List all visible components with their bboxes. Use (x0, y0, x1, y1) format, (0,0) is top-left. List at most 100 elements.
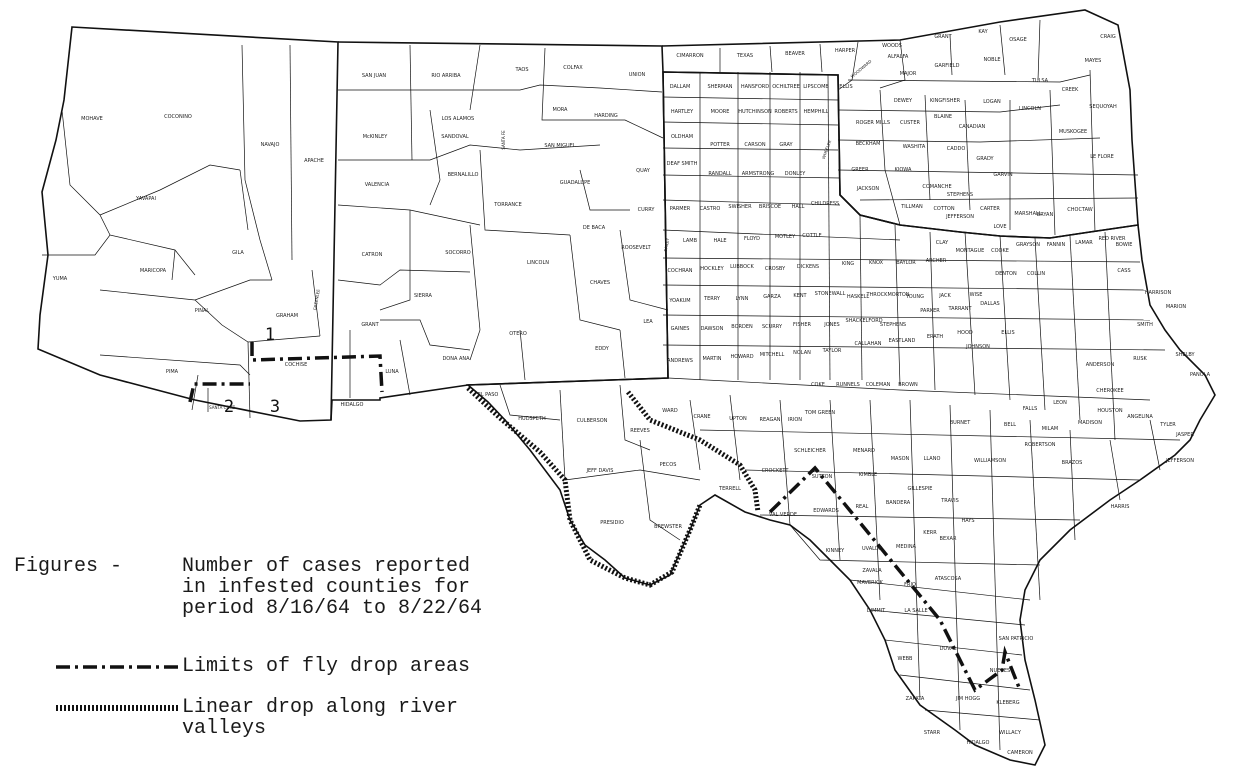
county-label: LAMB (683, 238, 698, 244)
county-label: COOKE (991, 248, 1009, 254)
county-label: MARSHALL (1014, 211, 1041, 217)
county-label: ERATH (927, 334, 944, 340)
county-label: NUECES (990, 668, 1010, 674)
county-label: THROCKMORTON (865, 292, 909, 298)
county-label: QUAY (636, 168, 651, 174)
county-label: CLAY (936, 240, 949, 246)
texas-state (465, 71, 1216, 766)
county-label: LUBBOCK (730, 264, 754, 270)
county-label: GRAHAM (276, 313, 298, 319)
arizona-county-lines (42, 44, 321, 419)
county-label: ROBERTSON (1024, 442, 1055, 448)
county-label: OTERO (509, 331, 527, 337)
county-label: LUNA (385, 369, 399, 375)
case-figure-2: 2 (224, 397, 234, 417)
county-label: SOCORRO (445, 250, 470, 256)
county-label: KINNEY (826, 548, 845, 554)
county-label: BOWIE (1116, 242, 1133, 248)
county-label: BROWN (898, 382, 918, 388)
county-label: GUADALUPE (560, 180, 591, 186)
county-label: YAVAPAI (135, 196, 156, 202)
county-label: LLANO (924, 456, 941, 462)
county-label: GAINES (671, 326, 690, 332)
county-label: GRAYSON (1016, 242, 1040, 248)
county-label: HOOD (957, 330, 973, 336)
county-label: ELLIS (1001, 330, 1014, 336)
county-label: SEQUOYAH (1089, 104, 1117, 110)
county-label: JEFFERSON (945, 214, 974, 220)
county-label: BECKHAM (856, 141, 881, 147)
county-label: SHELBY (1175, 352, 1195, 358)
county-label: ZAPATA (906, 696, 925, 702)
oklahoma-county-lines (719, 19, 1139, 236)
county-label: LAMAR (1075, 240, 1093, 246)
county-label: IRION (788, 417, 802, 423)
county-label: STARR (924, 730, 941, 736)
county-label: DALLAM (670, 84, 691, 90)
county-label: SHERMAN (707, 84, 732, 90)
county-labels: MOHAVE COCONINO NAVAJO APACHE YAVAPAI GI… (52, 29, 1211, 756)
county-label: CULBERSON (577, 418, 608, 424)
county-label: ROGER MILLS (856, 120, 890, 126)
county-label: LYNN (736, 296, 749, 302)
county-label: MOTLEY (775, 234, 796, 240)
county-label: STEPHENS (880, 322, 906, 328)
county-label: BLAINE (934, 114, 952, 120)
county-label: GARVIN (993, 172, 1012, 178)
county-label: HARRIS (1111, 504, 1130, 510)
legend-figures-text-3: period 8/16/64 to 8/22/64 (182, 597, 483, 620)
county-label: BAILEY (663, 237, 670, 252)
county-label: JEFF DAVIS (586, 468, 614, 474)
county-label: APACHE (304, 158, 324, 164)
county-label: CARTER (980, 206, 1000, 212)
county-label: HIDALGO (340, 402, 363, 408)
county-label: TERRELL (718, 486, 741, 492)
county-label: DICKENS (797, 264, 819, 270)
county-label: BORDEN (731, 324, 753, 330)
county-label: CAMERON (1007, 750, 1033, 756)
legend-figures-text-2: in infested counties for (182, 576, 471, 599)
county-label: BEAVER (785, 51, 805, 57)
county-label: KNOX (869, 260, 884, 266)
county-label: CIMARRON (676, 53, 704, 59)
county-label: YUMA (52, 276, 68, 282)
county-label: WEBB (898, 656, 914, 662)
county-label: JONES (823, 322, 839, 328)
county-label: STONEWALL (815, 291, 846, 297)
county-label: MARTIN (702, 356, 721, 362)
county-label: MAJOR (900, 71, 917, 77)
county-label: DEWEY (894, 98, 913, 104)
county-label: COCHRAN (667, 268, 692, 274)
county-label: HALL (792, 204, 805, 210)
county-label: JACKSON (856, 186, 880, 192)
river-drop-pecos (626, 390, 761, 513)
county-label: NOBLE (983, 57, 1000, 63)
county-label: VAL VERDE (769, 512, 797, 518)
county-label: ROOSEVELT (621, 245, 651, 251)
county-label: ELLIS (839, 84, 852, 90)
new-mexico-state (330, 41, 669, 421)
county-label: PRESIDIO (600, 520, 624, 526)
county-label: COLEMAN (866, 382, 891, 388)
county-label: ZAVALA (862, 568, 882, 574)
county-label: RED RIVER (1098, 236, 1126, 242)
county-label: SANTA CRUZ (209, 405, 235, 410)
county-label: CHEROKEE (1096, 388, 1123, 394)
county-label: BEXAR (940, 536, 957, 542)
county-label: GILLESPIE (908, 486, 933, 492)
county-label: YOAKUM (668, 298, 690, 304)
county-label: WISE (970, 292, 983, 298)
county-label: DE BACA (583, 225, 606, 231)
county-label: SHACKELFORD (845, 318, 882, 324)
county-label: LOGAN (983, 99, 1001, 105)
county-label: SAN JUAN (362, 73, 387, 79)
county-label: DONA ANA (442, 356, 470, 362)
county-label: SAN PATRICIO (999, 636, 1034, 642)
county-label: SMITH (1137, 322, 1153, 328)
drop-limit-texas (768, 465, 1022, 693)
county-label: OCHILTREE (772, 84, 800, 90)
county-label: LINCOLN (527, 260, 549, 266)
county-label: HALE (713, 238, 726, 244)
county-label: KENT (793, 293, 807, 299)
